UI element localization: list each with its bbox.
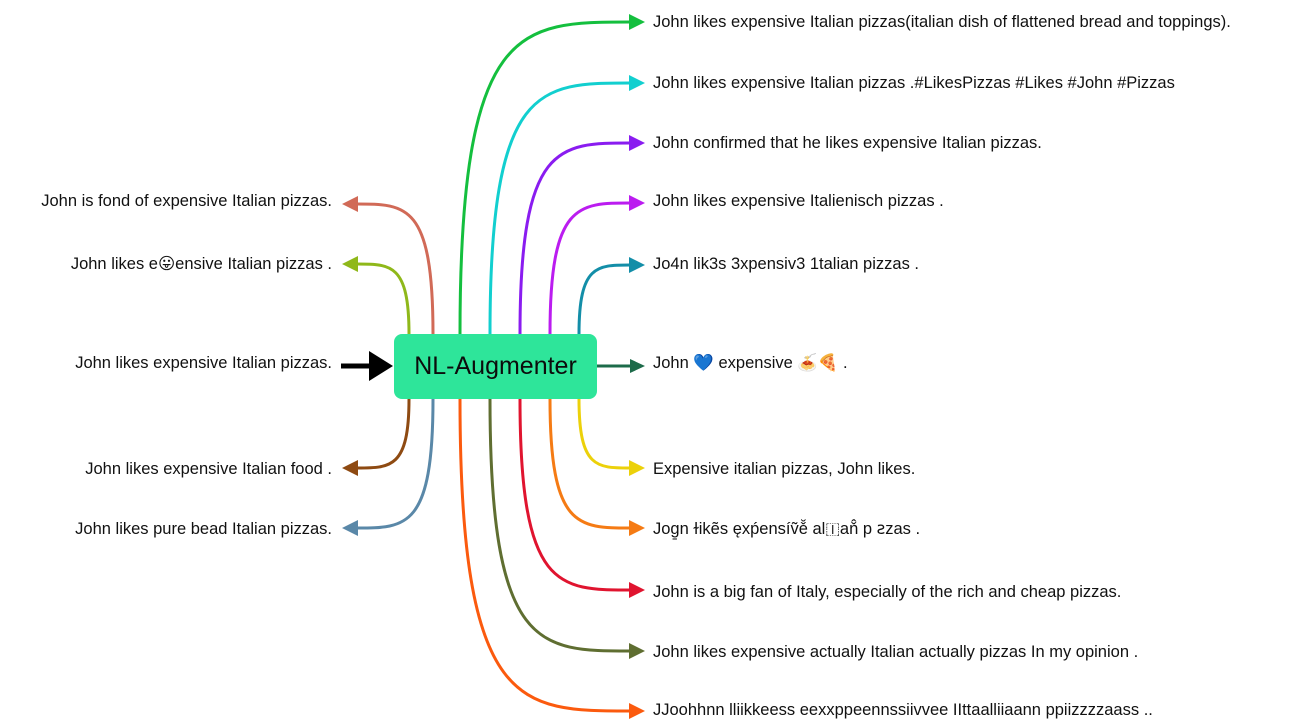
right-arrow-10 xyxy=(488,398,631,653)
left-arrow-2-head xyxy=(342,256,358,272)
right-output-2: John likes expensive Italian pizzas .#Li… xyxy=(653,74,1175,92)
right-arrow-3-head xyxy=(629,135,645,151)
right-output-4: John likes expensive Italienisch pizzas … xyxy=(653,192,944,210)
left-arrow-1-head xyxy=(342,196,358,212)
left-arrow-4-head xyxy=(342,520,358,536)
center-node: NL-Augmenter xyxy=(394,334,597,399)
right-arrow-4 xyxy=(548,201,631,335)
right-arrow-9-head xyxy=(629,582,645,598)
left-arrow-3-head xyxy=(342,460,358,476)
right-arrow-8-head xyxy=(629,520,645,536)
left-arrow-1 xyxy=(356,202,435,335)
left-arrow-4 xyxy=(356,398,435,530)
right-output-11: JJoohhnn lliikkeess eexxppeennssiivvee I… xyxy=(653,701,1153,719)
right-output-1: John likes expensive Italian pizzas(ital… xyxy=(653,13,1231,31)
right-arrow-7 xyxy=(577,398,631,470)
input-sentence: John likes expensive Italian pizzas. xyxy=(75,354,332,372)
right-arrow-3 xyxy=(518,141,631,335)
right-output-7: Expensive italian pizzas, John likes. xyxy=(653,460,916,478)
right-arrow-5 xyxy=(577,263,631,335)
left-output-1: John is fond of expensive Italian pizzas… xyxy=(41,192,332,210)
right-arrow-1-head xyxy=(629,14,645,30)
input-arrow-head xyxy=(369,351,393,381)
right-arrow-2 xyxy=(488,81,631,335)
left-output-3: John likes expensive Italian food . xyxy=(85,460,332,478)
left-arrow-2 xyxy=(356,262,411,335)
right-arrow-11-head xyxy=(629,703,645,719)
right-arrow-7-head xyxy=(629,460,645,476)
right-arrow-9 xyxy=(518,398,631,592)
right-arrow-6-head xyxy=(630,359,645,373)
right-output-5: Jo4n lik3s 3xpensiv3 1talian pizzas . xyxy=(653,255,919,273)
right-output-3: John confirmed that he likes expensive I… xyxy=(653,134,1042,152)
left-output-2: John likes e😛ensive Italian pizzas . xyxy=(70,255,332,273)
right-arrow-10-head xyxy=(629,643,645,659)
center-node-title: NL-Augmenter xyxy=(414,352,577,380)
left-arrow-3 xyxy=(356,398,411,470)
right-arrow-5-head xyxy=(629,257,645,273)
right-arrow-1 xyxy=(458,20,631,335)
right-arrow-8 xyxy=(548,398,631,530)
right-output-8: Jog̱n ɫikẽs ęxṕensíṽě̆ al🇮aň̂ p ꙅzas . xyxy=(653,520,921,538)
left-output-4: John likes pure bead Italian pizzas. xyxy=(75,520,332,538)
right-output-6: John 💙 expensive 🍝🍕 . xyxy=(653,354,848,372)
right-arrow-4-head xyxy=(629,195,645,211)
right-output-9: John is a big fan of Italy, especially o… xyxy=(653,583,1122,601)
right-output-10: John likes expensive actually Italian ac… xyxy=(653,643,1139,661)
right-arrow-2-head xyxy=(629,75,645,91)
right-arrow-11 xyxy=(458,398,631,713)
